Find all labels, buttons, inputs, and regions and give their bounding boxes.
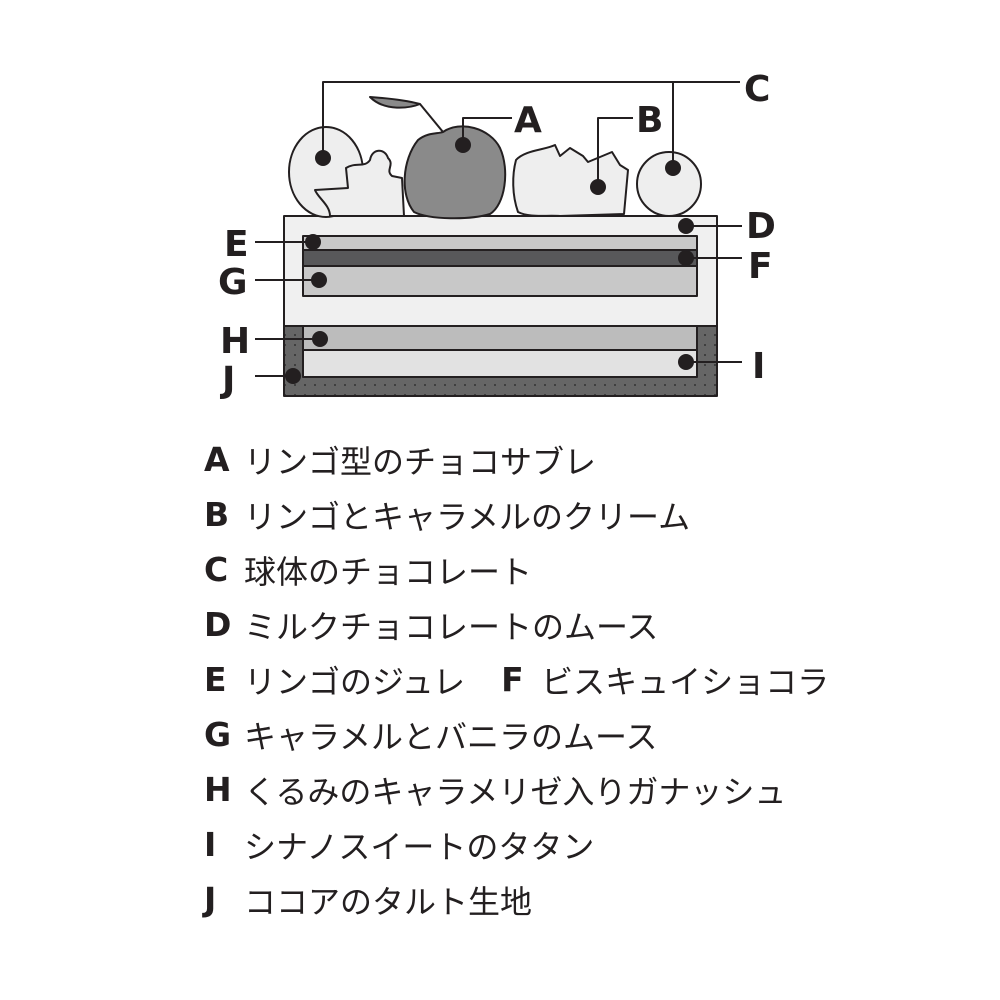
- label-e: E: [224, 224, 249, 265]
- legend-key: D: [204, 605, 232, 644]
- label-f: F: [748, 246, 773, 287]
- legend-item-a: A リンゴ型のチョコサブレ: [204, 432, 829, 487]
- apple-jelly-layer: [302, 235, 698, 251]
- legend-text: リンゴとキャラメルのクリーム: [244, 497, 691, 536]
- legend-key: I: [204, 825, 217, 864]
- marker-dot-g: [311, 272, 327, 288]
- apple-stem-icon: [419, 103, 444, 133]
- apple-leaf-icon: [369, 96, 421, 109]
- legend-item-i: I シナノスイートのタタン: [204, 817, 829, 872]
- legend-key: F: [501, 660, 524, 699]
- label-b: B: [636, 100, 663, 141]
- legend-item-g: G キャラメルとバニラのムース: [204, 707, 829, 762]
- marker-dots: [285, 137, 694, 384]
- biscuit-chocolat-layer: [302, 249, 698, 267]
- legend-text: ミルクチョコレートのムース: [244, 607, 659, 646]
- marker-dot-b: [590, 179, 606, 195]
- marker-dot-a: [455, 137, 471, 153]
- legend-item-e-f: E リンゴのジュレ F ビスキュイショコラ: [204, 652, 829, 707]
- legend-key: A: [204, 440, 230, 479]
- legend-text: ココアのタルト生地: [244, 882, 533, 921]
- legend-item-d: D ミルクチョコレートのムース: [204, 597, 829, 652]
- cake-cross-section-diagram: A B C D E F G H I J: [218, 69, 776, 401]
- apple-shaped-sable: [403, 125, 507, 220]
- cream-right: [512, 144, 629, 217]
- legend-key: B: [204, 495, 230, 534]
- cream-left: [314, 149, 405, 217]
- legend-item-b: B リンゴとキャラメルのクリーム: [204, 487, 829, 542]
- legend-text: シナノスイートのタタン: [244, 827, 595, 866]
- legend-text: ビスキュイショコラ: [541, 662, 830, 701]
- label-d: D: [746, 206, 776, 247]
- legend-text: リンゴ型のチョコサブレ: [244, 442, 597, 481]
- ganache-layer: [302, 325, 698, 351]
- legend-key: H: [204, 770, 232, 809]
- legend-text: キャラメルとバニラのムース: [244, 717, 658, 756]
- marker-dot-j: [285, 368, 301, 384]
- label-h: H: [220, 321, 250, 362]
- legend-key: J: [204, 880, 217, 919]
- legend-key: E: [204, 660, 227, 699]
- legend-item-j: J ココアのタルト生地: [204, 872, 829, 927]
- chocolate-sphere-right: [636, 151, 702, 217]
- legend-item-c: C 球体のチョコレート: [204, 542, 829, 597]
- legend-text: リンゴのジュレ: [244, 662, 466, 701]
- marker-dot-f: [678, 250, 694, 266]
- marker-dot-i: [678, 354, 694, 370]
- legend-text: 球体のチョコレート: [244, 552, 533, 591]
- caramel-vanilla-mousse-layer: [302, 265, 698, 297]
- marker-dot-d: [678, 218, 694, 234]
- marker-dot-c-left: [315, 150, 331, 166]
- marker-dot-h: [312, 331, 328, 347]
- legend-item-h: H くるみのキャラメリゼ入りガナッシュ: [204, 762, 829, 817]
- legend-key: G: [204, 715, 232, 754]
- marker-dot-e: [305, 234, 321, 250]
- label-i: I: [752, 346, 765, 387]
- legend-text: くるみのキャラメリゼ入りガナッシュ: [244, 772, 787, 811]
- label-c: C: [744, 69, 770, 110]
- legend-key: C: [204, 550, 229, 589]
- label-g: G: [218, 262, 248, 303]
- label-j: J: [219, 360, 235, 401]
- tatin-layer: [302, 349, 698, 378]
- label-a: A: [514, 100, 542, 141]
- marker-dot-c-right: [665, 160, 681, 176]
